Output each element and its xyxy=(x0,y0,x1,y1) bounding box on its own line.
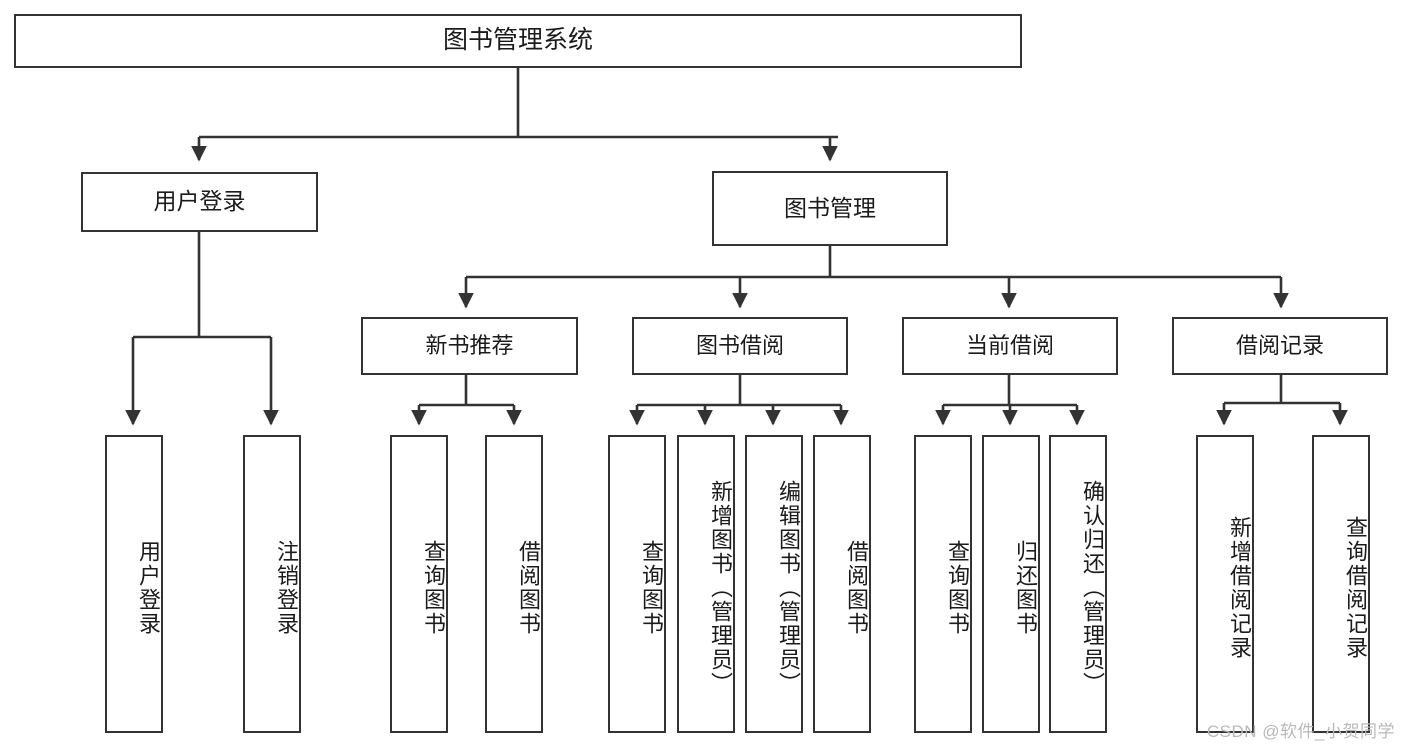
leaf-record-query-record[interactable]: 查询借阅记录 xyxy=(1312,435,1370,733)
node-label: 借阅记录 xyxy=(1235,333,1324,359)
node-label: 注销登录 xyxy=(274,540,299,636)
node-user-login[interactable]: 用户登录 xyxy=(81,172,318,232)
node-root-system[interactable]: 图书管理系统 xyxy=(14,14,1022,68)
node-label: 新增借阅记录 xyxy=(1227,516,1252,660)
node-label: 查询借阅记录 xyxy=(1343,516,1368,660)
leaf-user-login-logout[interactable]: 注销登录 xyxy=(243,435,301,733)
leaf-recommend-borrow-book[interactable]: 借阅图书 xyxy=(485,435,543,733)
node-label: 用户登录 xyxy=(153,188,246,215)
node-label: 借阅图书 xyxy=(516,540,541,636)
leaf-user-login-login[interactable]: 用户登录 xyxy=(105,435,163,733)
leaf-borrow-add-book-admin[interactable]: 新增图书（管理员） xyxy=(677,435,735,733)
leaf-current-confirm-return-admin[interactable]: 确认归还（管理员） xyxy=(1049,435,1107,733)
node-current-borrow[interactable]: 当前借阅 xyxy=(902,317,1118,375)
node-label: 确认归还（管理员） xyxy=(1080,480,1105,696)
node-borrow-record[interactable]: 借阅记录 xyxy=(1172,317,1388,375)
leaf-borrow-borrow-book[interactable]: 借阅图书 xyxy=(813,435,871,733)
node-label: 新书推荐 xyxy=(425,333,514,359)
node-new-book-recommend[interactable]: 新书推荐 xyxy=(361,317,578,375)
node-label: 新增图书（管理员） xyxy=(708,480,733,696)
node-label: 图书借阅 xyxy=(695,333,784,359)
node-label: 图书管理系统 xyxy=(442,26,593,55)
node-label: 图书管理 xyxy=(784,194,876,221)
node-label: 归还图书 xyxy=(1013,540,1038,636)
leaf-borrow-edit-book-admin[interactable]: 编辑图书（管理员） xyxy=(745,435,803,733)
leaf-current-query-book[interactable]: 查询图书 xyxy=(914,435,972,733)
node-label: 用户登录 xyxy=(136,540,161,636)
node-label: 查询图书 xyxy=(945,540,970,636)
node-label: 查询图书 xyxy=(639,540,664,636)
leaf-record-add-record[interactable]: 新增借阅记录 xyxy=(1196,435,1254,733)
leaf-current-return-book[interactable]: 归还图书 xyxy=(982,435,1040,733)
watermark: CSDN @软件_小贺同学 xyxy=(1206,722,1395,741)
node-label: 编辑图书（管理员） xyxy=(776,480,801,696)
leaf-recommend-query-book[interactable]: 查询图书 xyxy=(390,435,448,733)
leaf-borrow-query-book[interactable]: 查询图书 xyxy=(608,435,666,733)
node-label: 借阅图书 xyxy=(844,540,869,636)
node-book-management[interactable]: 图书管理 xyxy=(712,171,948,246)
node-label: 查询图书 xyxy=(421,540,446,636)
node-label: 当前借阅 xyxy=(965,333,1054,359)
node-book-borrow[interactable]: 图书借阅 xyxy=(632,317,848,375)
